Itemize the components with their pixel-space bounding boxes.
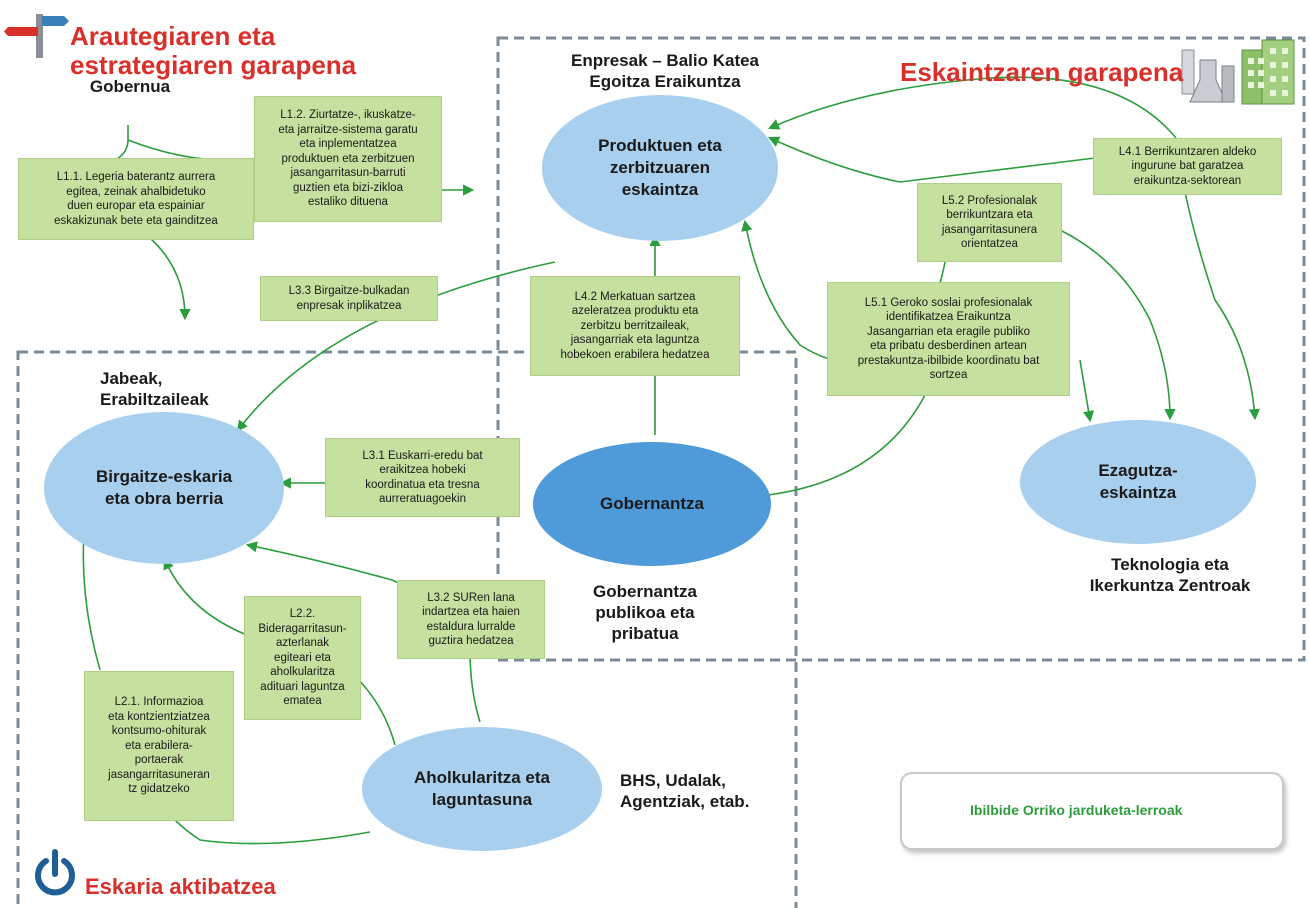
label-bhs: BHS, Udalak, Agentziak, etab. [620, 771, 750, 811]
node-aholkularitza: Aholkularitza eta laguntasuna [362, 727, 602, 851]
box-l4-1: L4.1 Berrikuntzaren aldeko ingurune bat … [1093, 138, 1282, 195]
arrow-l4-1-top [767, 76, 1177, 139]
box-l1-2: L1.2. Ziurtatze-, ikuskatze- eta jarrait… [254, 96, 442, 222]
box-l3-3: L3.3 Birgaitze-bulkadan enpresak inplika… [260, 276, 438, 321]
node-ezagutza-eskaintza: Ezagutza- eskaintza [1020, 420, 1256, 544]
box-l2-2: L2.2. Bideragarritasun- azterlanak egite… [244, 596, 361, 720]
arrow-l1-fork-right [127, 139, 226, 161]
arrow-l4-1-mid [767, 136, 1096, 183]
arrow-l5-1-right [1079, 359, 1095, 423]
box-l3-2: L3.2 SURen lana indartzea eta haien esta… [397, 580, 545, 659]
signpost-icon [4, 14, 69, 58]
label-gobernua: Gobernua [89, 77, 171, 96]
region-eskaintza-border [496, 36, 1306, 662]
box-l1-1: L1.1. Legeria baterantz aurrera egitea, … [18, 158, 254, 240]
label-teknologia: Teknologia eta Ikerkuntza Zentroak [1089, 555, 1251, 595]
node-birgaitze-eskaria: Birgaitze-eskaria eta obra berria [44, 412, 284, 564]
arrow-l2-1-up [77, 527, 101, 671]
heading-eskaintza: Eskaintzaren garapena [900, 57, 1184, 87]
arrow-l4-1-right [1184, 191, 1260, 421]
node-gobernantza: Gobernantza [533, 442, 771, 566]
node-produktuen-eskaintza: Produktuen eta zerbitzuaren eskaintza [542, 95, 778, 241]
legend-text: Ibilbide Orriko jarduketa-lerroak [970, 802, 1183, 818]
box-l3-1: L3.1 Euskarri-eredu bat eraikitzea hobek… [325, 438, 520, 517]
label-enpresak: Enpresak – Balio Katea Egoitza Eraikuntz… [570, 51, 760, 91]
power-icon [35, 849, 75, 896]
arrow-l3-3 [236, 261, 556, 432]
legend-box: Ibilbide Orriko jarduketa-lerroak [900, 772, 1284, 850]
arrow-l5-2-down [1059, 229, 1176, 421]
arrow-gobernantza-l5-1 [767, 394, 926, 496]
heading-eskaria: Eskaria aktibatzea [85, 874, 276, 899]
box-l5-1: L5.1 Geroko soslai profesionalak identif… [827, 282, 1070, 396]
box-l5-2: L5.2 Profesionalak berrikuntzara eta jas… [917, 183, 1062, 262]
lab-flask-icon [1181, 49, 1235, 103]
region-eskaria-border [16, 350, 798, 908]
box-l2-1: L2.1. Informazioa eta kontzientziatzea k… [84, 671, 234, 821]
building-icon [1241, 39, 1295, 105]
label-gobernantza-publikoa: Gobernantza publikoa eta pribatua [593, 582, 697, 643]
heading-arautegia: Arautegiaren eta estrategiaren garapena [70, 21, 357, 80]
label-jabeak: Jabeak, Erabiltzaileak [100, 369, 209, 409]
arrow-l1-down [149, 237, 191, 321]
box-l4-2: L4.2 Merkatuan sartzea azeleratzea produ… [530, 276, 740, 376]
